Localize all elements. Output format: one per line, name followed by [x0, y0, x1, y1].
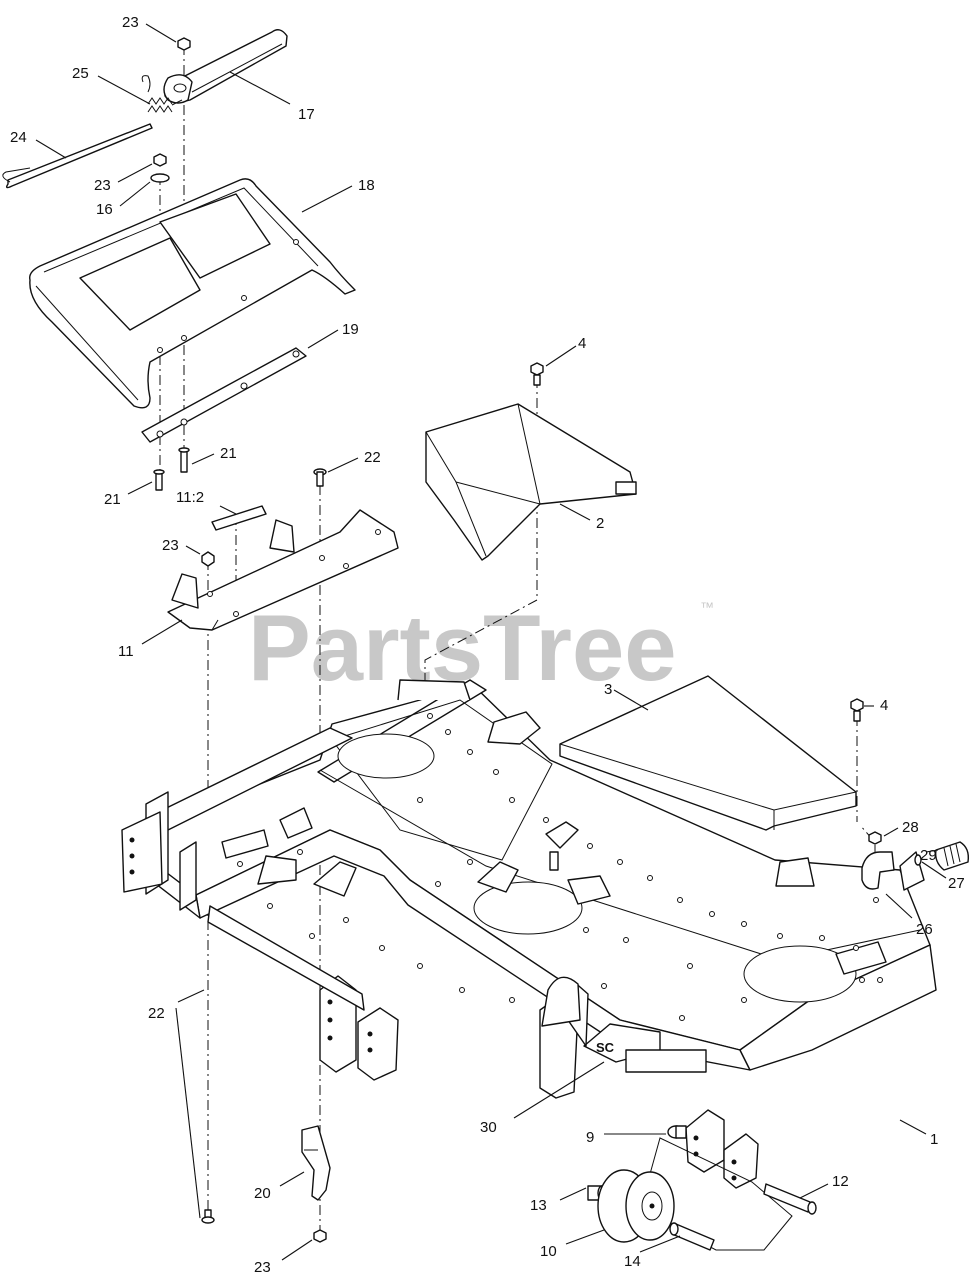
callout-11: 11 [118, 643, 134, 660]
part-23-nut-bottom [313, 1229, 327, 1243]
callout-25: 25 [72, 65, 89, 82]
callout-24: 24 [10, 129, 27, 146]
part-4-bolt-top [530, 362, 544, 386]
callout-labels: 23 25 17 24 23 16 18 19 4 21 21 22 11:2 … [10, 14, 965, 1276]
part-1-deck: SC [147, 679, 937, 1073]
part-19-strap [141, 347, 307, 443]
wheel-assembly [587, 1125, 817, 1251]
part-23-nut-top [177, 37, 191, 51]
callout-28: 28 [902, 819, 919, 836]
part-17-handle [163, 29, 288, 104]
callout-10: 10 [540, 1243, 557, 1260]
part-22-bolt-bottom [201, 1209, 215, 1224]
leader-lines [35, 23, 947, 1261]
deck-front-frame [121, 727, 925, 1189]
callout-19: 19 [342, 321, 359, 338]
deck-decal-mark: SC [596, 1040, 615, 1055]
part-10-wheel [597, 1169, 675, 1243]
callout-21: 21 [104, 491, 121, 508]
callout-21: 21 [220, 445, 237, 462]
callout-18: 18 [358, 177, 375, 194]
callout-29: 29 [920, 847, 937, 864]
callout-2: 2 [596, 515, 604, 532]
callout-1: 1 [930, 1131, 938, 1148]
part-11-bracket [167, 509, 399, 631]
callout-23: 23 [122, 14, 139, 31]
part-4-bolt-side [850, 698, 864, 722]
part-25-spring [141, 75, 183, 113]
part-27-oring [914, 854, 922, 866]
part-22-bolt-top [313, 468, 327, 487]
callout-4: 4 [880, 697, 888, 714]
part-12-axle-bolt [763, 1183, 817, 1215]
callout-16: 16 [96, 201, 113, 218]
part-2-cover [425, 403, 637, 561]
part-26-elbow [861, 851, 895, 890]
deck-holes [237, 713, 883, 1021]
callout-17: 17 [298, 106, 315, 123]
callout-23: 23 [94, 177, 111, 194]
part-18-guard [29, 178, 356, 409]
callout-26: 26 [916, 921, 933, 938]
part-3-cover [559, 675, 857, 831]
callout-3: 3 [604, 681, 612, 698]
watermark-trademark: ™ [700, 599, 714, 615]
callout-30: 30 [480, 1119, 497, 1136]
part-29-cap [934, 841, 970, 871]
part-24-rod [2, 123, 153, 189]
callout-12: 12 [832, 1173, 849, 1190]
callout-23: 23 [254, 1259, 271, 1276]
callout-22: 22 [148, 1005, 165, 1022]
callout-23: 23 [162, 537, 179, 554]
part-20-bracket [301, 1125, 331, 1201]
callout-13: 13 [530, 1197, 547, 1214]
part-28-bolt [868, 831, 882, 845]
part-21-bolts [153, 447, 190, 491]
part-9-spacer [667, 1125, 687, 1139]
callout-22: 22 [364, 449, 381, 466]
part-11-2-decal [211, 505, 267, 531]
callout-11-2: 11:2 [176, 489, 204, 506]
part-14-pin [669, 1222, 715, 1251]
part-23-nut-16 [150, 153, 170, 183]
callout-4: 4 [578, 335, 586, 352]
callout-20: 20 [254, 1185, 271, 1202]
callout-27: 27 [948, 875, 965, 892]
callout-14: 14 [624, 1253, 641, 1270]
callout-9: 9 [586, 1129, 594, 1146]
